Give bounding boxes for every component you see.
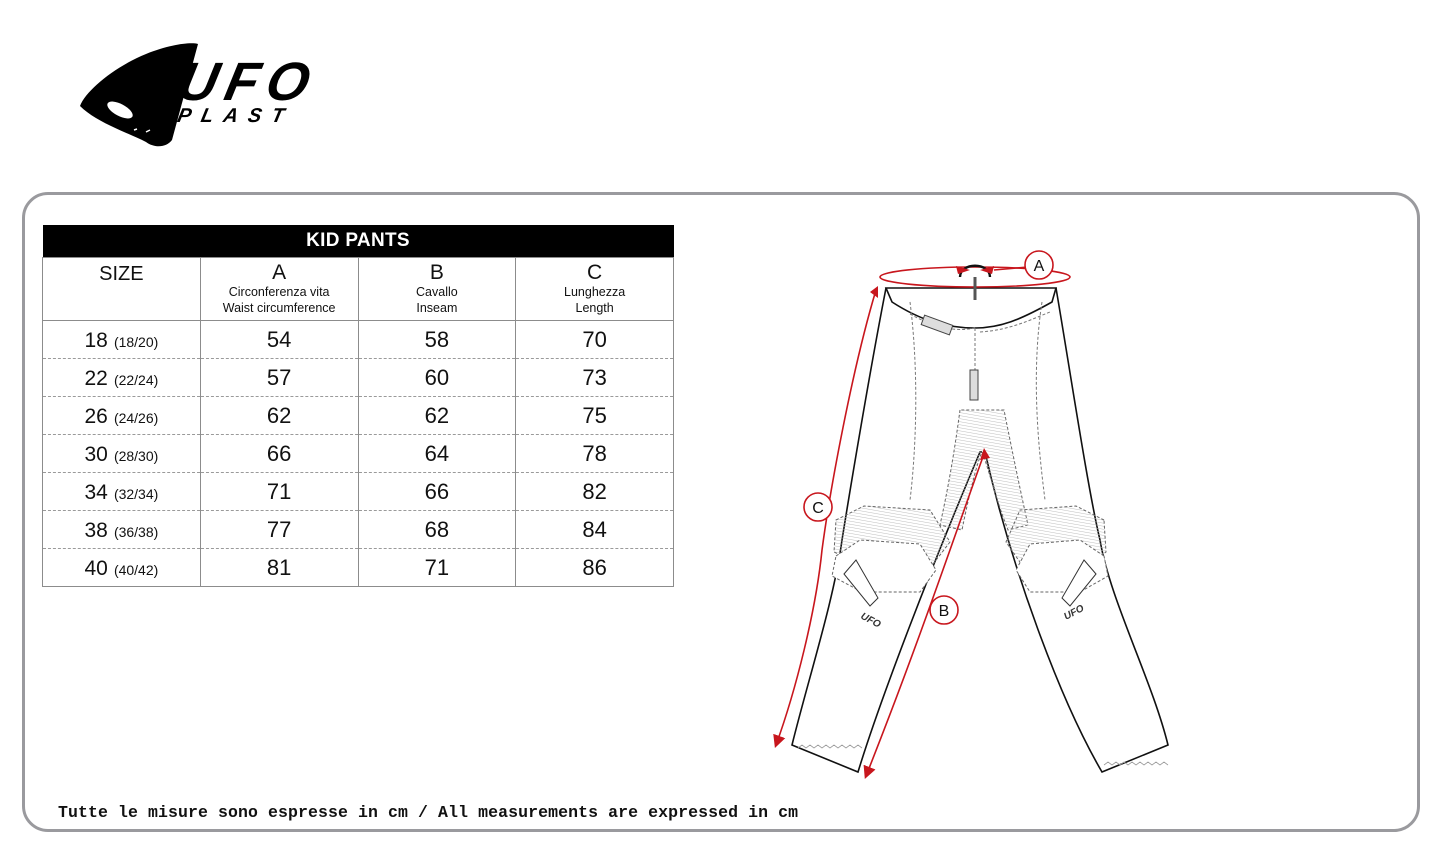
column-letter: B [429, 261, 444, 284]
column-label-it: Circonferenza vita [228, 285, 330, 299]
size-value: 38 [84, 518, 108, 542]
size-value: 26 [84, 404, 108, 428]
size-alt: (22/24) [113, 371, 159, 388]
size-value: 40 [84, 556, 108, 580]
table-row: 34 (32/34) 71 66 82 [42, 472, 674, 511]
column-label-it: Cavallo [416, 285, 458, 299]
length-cell: 78 [515, 434, 674, 473]
column-label-en: Inseam [416, 301, 458, 315]
waist-cell: 57 [199, 358, 359, 397]
size-alt: (32/34) [113, 485, 159, 502]
size-alt: (40/42) [113, 561, 159, 578]
column-label-it: Lunghezza [564, 285, 626, 299]
left-knee-panel: UFO [831, 505, 951, 631]
length-cell: 84 [515, 510, 674, 549]
waist-cell: 54 [199, 320, 359, 359]
inseam-cell: 71 [357, 548, 517, 587]
ufo-plast-logo: UFO PLAST [80, 43, 316, 147]
size-value: 34 [84, 480, 108, 504]
table-row: 18 (18/20) 54 58 70 [42, 320, 674, 359]
measure-b-inseam: B [863, 448, 990, 779]
label-c: C [812, 500, 824, 517]
column-header-c: C Lunghezza Length [515, 257, 674, 321]
measurement-note: Tutte le misure sono espresse in cm / Al… [58, 803, 799, 822]
size-value: 18 [84, 328, 108, 352]
waist-cell: 81 [199, 548, 359, 587]
size-cell: 34 (32/34) [42, 472, 201, 511]
table-title: KID PANTS [42, 225, 674, 258]
size-alt: (28/30) [113, 447, 159, 464]
inseam-cell: 66 [357, 472, 517, 511]
column-header-size: SIZE [42, 257, 201, 321]
inseam-cell: 64 [357, 434, 517, 473]
size-cell: 40 (40/42) [42, 548, 201, 587]
size-cell: 26 (24/26) [42, 396, 201, 435]
table-row: 38 (36/38) 77 68 84 [42, 510, 674, 549]
length-cell: 82 [515, 472, 674, 511]
waist-cell: 62 [199, 396, 359, 435]
logo-plast-text: PLAST [176, 105, 291, 127]
column-label-en: Waist circumference [222, 301, 336, 315]
table-row: 40 (40/42) 81 71 86 [42, 548, 674, 587]
table-row: 30 (28/30) 66 64 78 [42, 434, 674, 473]
fly-zipper [920, 314, 979, 401]
length-cell: 86 [515, 548, 674, 587]
inseam-cell: 62 [357, 396, 517, 435]
pants-measurement-diagram: UFO UFO A C B [773, 250, 1169, 779]
label-a: A [1034, 258, 1045, 275]
size-value: 22 [84, 366, 108, 390]
size-cell: 38 (36/38) [42, 510, 201, 549]
inseam-cell: 68 [357, 510, 517, 549]
column-header-b: B Cavallo Inseam [357, 257, 517, 321]
length-cell: 75 [515, 396, 674, 435]
column-letter: A [272, 261, 287, 284]
column-letter: C [587, 261, 603, 284]
inseam-cell: 60 [357, 358, 517, 397]
waist-cell: 66 [199, 434, 359, 473]
size-cell: 18 (18/20) [42, 320, 201, 359]
waist-cell: 77 [199, 510, 359, 549]
size-alt: (24/26) [113, 409, 159, 426]
inseam-cell: 58 [357, 320, 517, 359]
table-row: 26 (24/26) 62 62 75 [42, 396, 674, 435]
size-cell: 30 (28/30) [42, 434, 201, 473]
crotch-gusset [939, 409, 1029, 531]
waist-cell: 71 [199, 472, 359, 511]
column-letter: SIZE [99, 263, 144, 285]
hem-stitching [797, 744, 1169, 766]
measure-c-length: C [773, 286, 878, 749]
length-cell: 70 [515, 320, 674, 359]
logo-ufo-text: UFO [173, 52, 316, 112]
length-cell: 73 [515, 358, 674, 397]
column-label-en: Length [575, 301, 614, 315]
size-alt: (36/38) [113, 523, 159, 540]
size-cell: 22 (22/24) [42, 358, 201, 397]
size-value: 30 [84, 442, 108, 466]
size-alt: (18/20) [113, 333, 159, 350]
right-knee-panel: UFO [1005, 505, 1109, 623]
size-chart-table: KID PANTS SIZE A Circonferenza vita Wais… [42, 225, 674, 587]
label-b: B [939, 603, 950, 620]
measure-a-waist: A [879, 250, 1071, 300]
table-row: 22 (22/24) 57 60 73 [42, 358, 674, 397]
column-header-a: A Circonferenza vita Waist circumference [199, 257, 359, 321]
